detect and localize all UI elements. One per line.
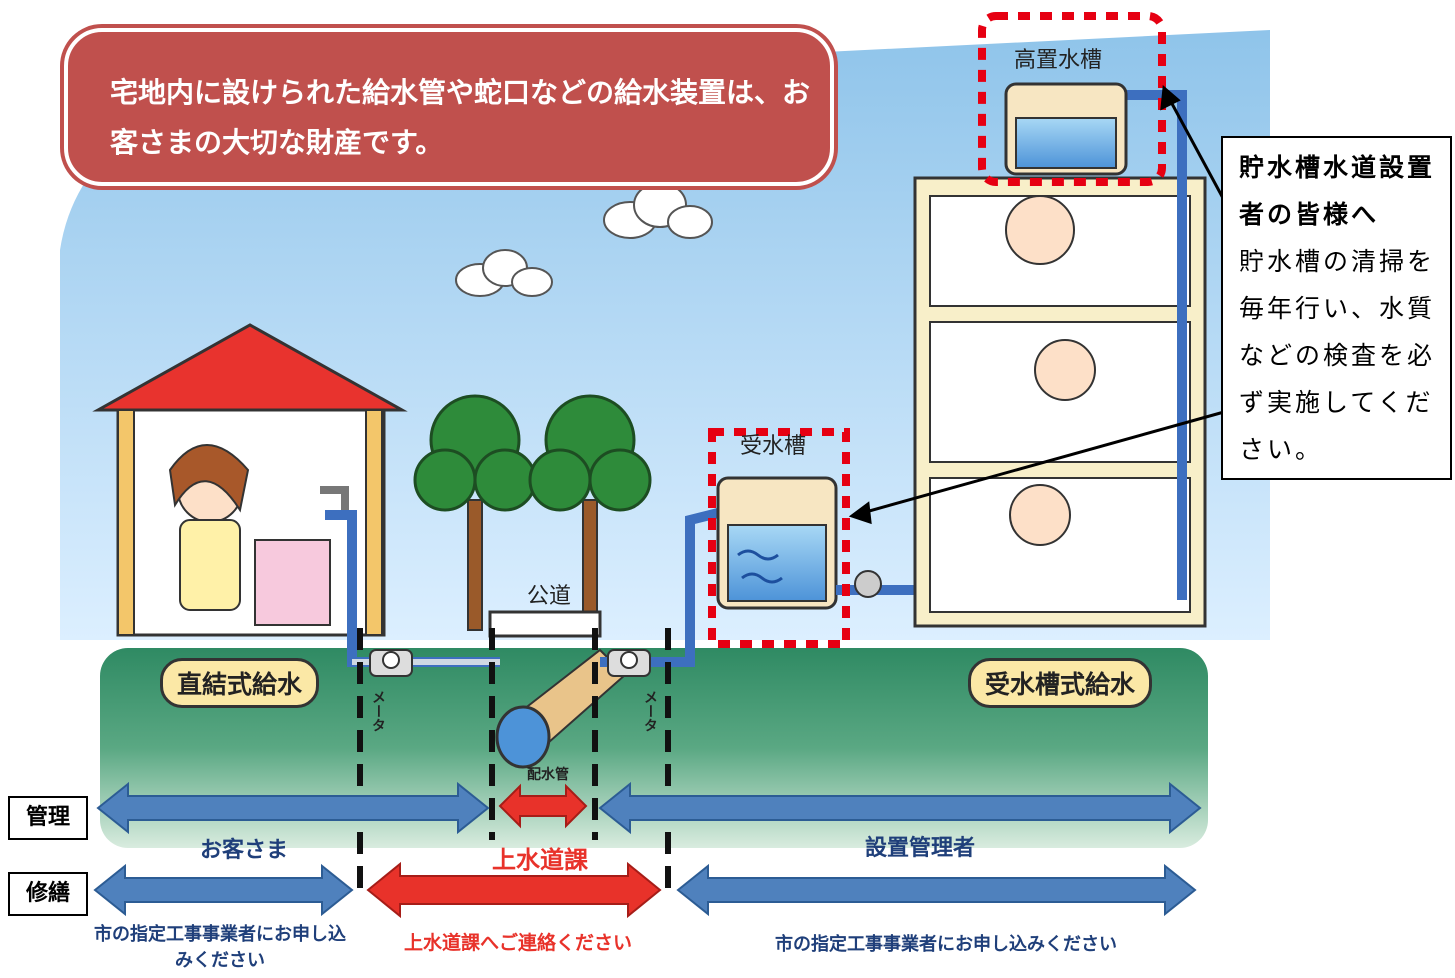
cloud-icon <box>603 182 713 239</box>
arrow-management-customer <box>96 781 490 835</box>
management-customer-label: お客さま <box>199 838 288 863</box>
pump-icon <box>854 570 882 598</box>
management-owner-label: 設置管理者 <box>864 836 975 861</box>
receiving-tank <box>716 476 838 610</box>
management-row-label: 管理 <box>8 796 88 840</box>
repair-right-label: 市の指定工事事業者にお申し込みください <box>775 934 1117 955</box>
repair-left-label: 市の指定工事事業者にお申し込みください <box>94 924 346 971</box>
direct-supply-badge: 直結式給水 <box>160 658 320 708</box>
arrow-repair-right <box>676 863 1197 917</box>
meter-icon <box>607 649 651 677</box>
high-tank-label: 高置水槽 <box>1014 48 1103 73</box>
public-road-label: 公道 <box>527 584 572 609</box>
high-tank <box>1004 82 1128 176</box>
highlight-receiving-tank <box>708 428 850 648</box>
meter-label-right: メータ <box>642 690 658 732</box>
public-road <box>488 610 602 638</box>
receiving-tank-label: 受水槽 <box>740 434 807 459</box>
arrow-repair-left <box>93 863 354 917</box>
pointer-arrow <box>1160 84 1226 201</box>
cloud-icon <box>455 249 553 297</box>
boundary-line <box>357 628 671 900</box>
pointer-arrow <box>848 410 1225 525</box>
meter-icon <box>369 649 413 677</box>
callout-box: 宅地内に設けられた給水管や蛇口などの給水装置は、お客さまの大切な財産です。 <box>64 28 834 186</box>
notice-body: 貯水槽の清掃を毎年行い、水質などの検査を必ず実施してください。 <box>1239 247 1436 464</box>
tank-supply-badge: 受水槽式給水 <box>968 658 1153 708</box>
tree-illustration <box>413 394 537 631</box>
notice-box: 貯水槽水道設置者の皆様へ 貯水槽の清掃を毎年行い、水質などの検査を必ず実施してく… <box>1221 136 1452 480</box>
callout-text: 宅地内に設けられた給水管や蛇口などの給水装置は、お客さまの大切な財産です。 <box>110 76 811 159</box>
arrow-repair-middle <box>366 861 662 919</box>
notice-title: 貯水槽水道設置者の皆様へ <box>1239 153 1436 229</box>
management-water-dept-label: 上水道課 <box>492 846 588 874</box>
arrow-management-water-dept <box>498 783 588 829</box>
distribution-pipe-label: 配水管 <box>527 767 569 783</box>
repair-row-label: 修繕 <box>8 872 88 916</box>
repair-middle-label: 上水道課へご連絡ください <box>403 932 632 954</box>
tree-illustration <box>528 394 652 631</box>
house-illustration <box>92 323 408 637</box>
arrow-management-owner <box>598 781 1202 835</box>
meter-label-left: メータ <box>370 690 386 732</box>
apartment-building <box>913 90 1207 628</box>
